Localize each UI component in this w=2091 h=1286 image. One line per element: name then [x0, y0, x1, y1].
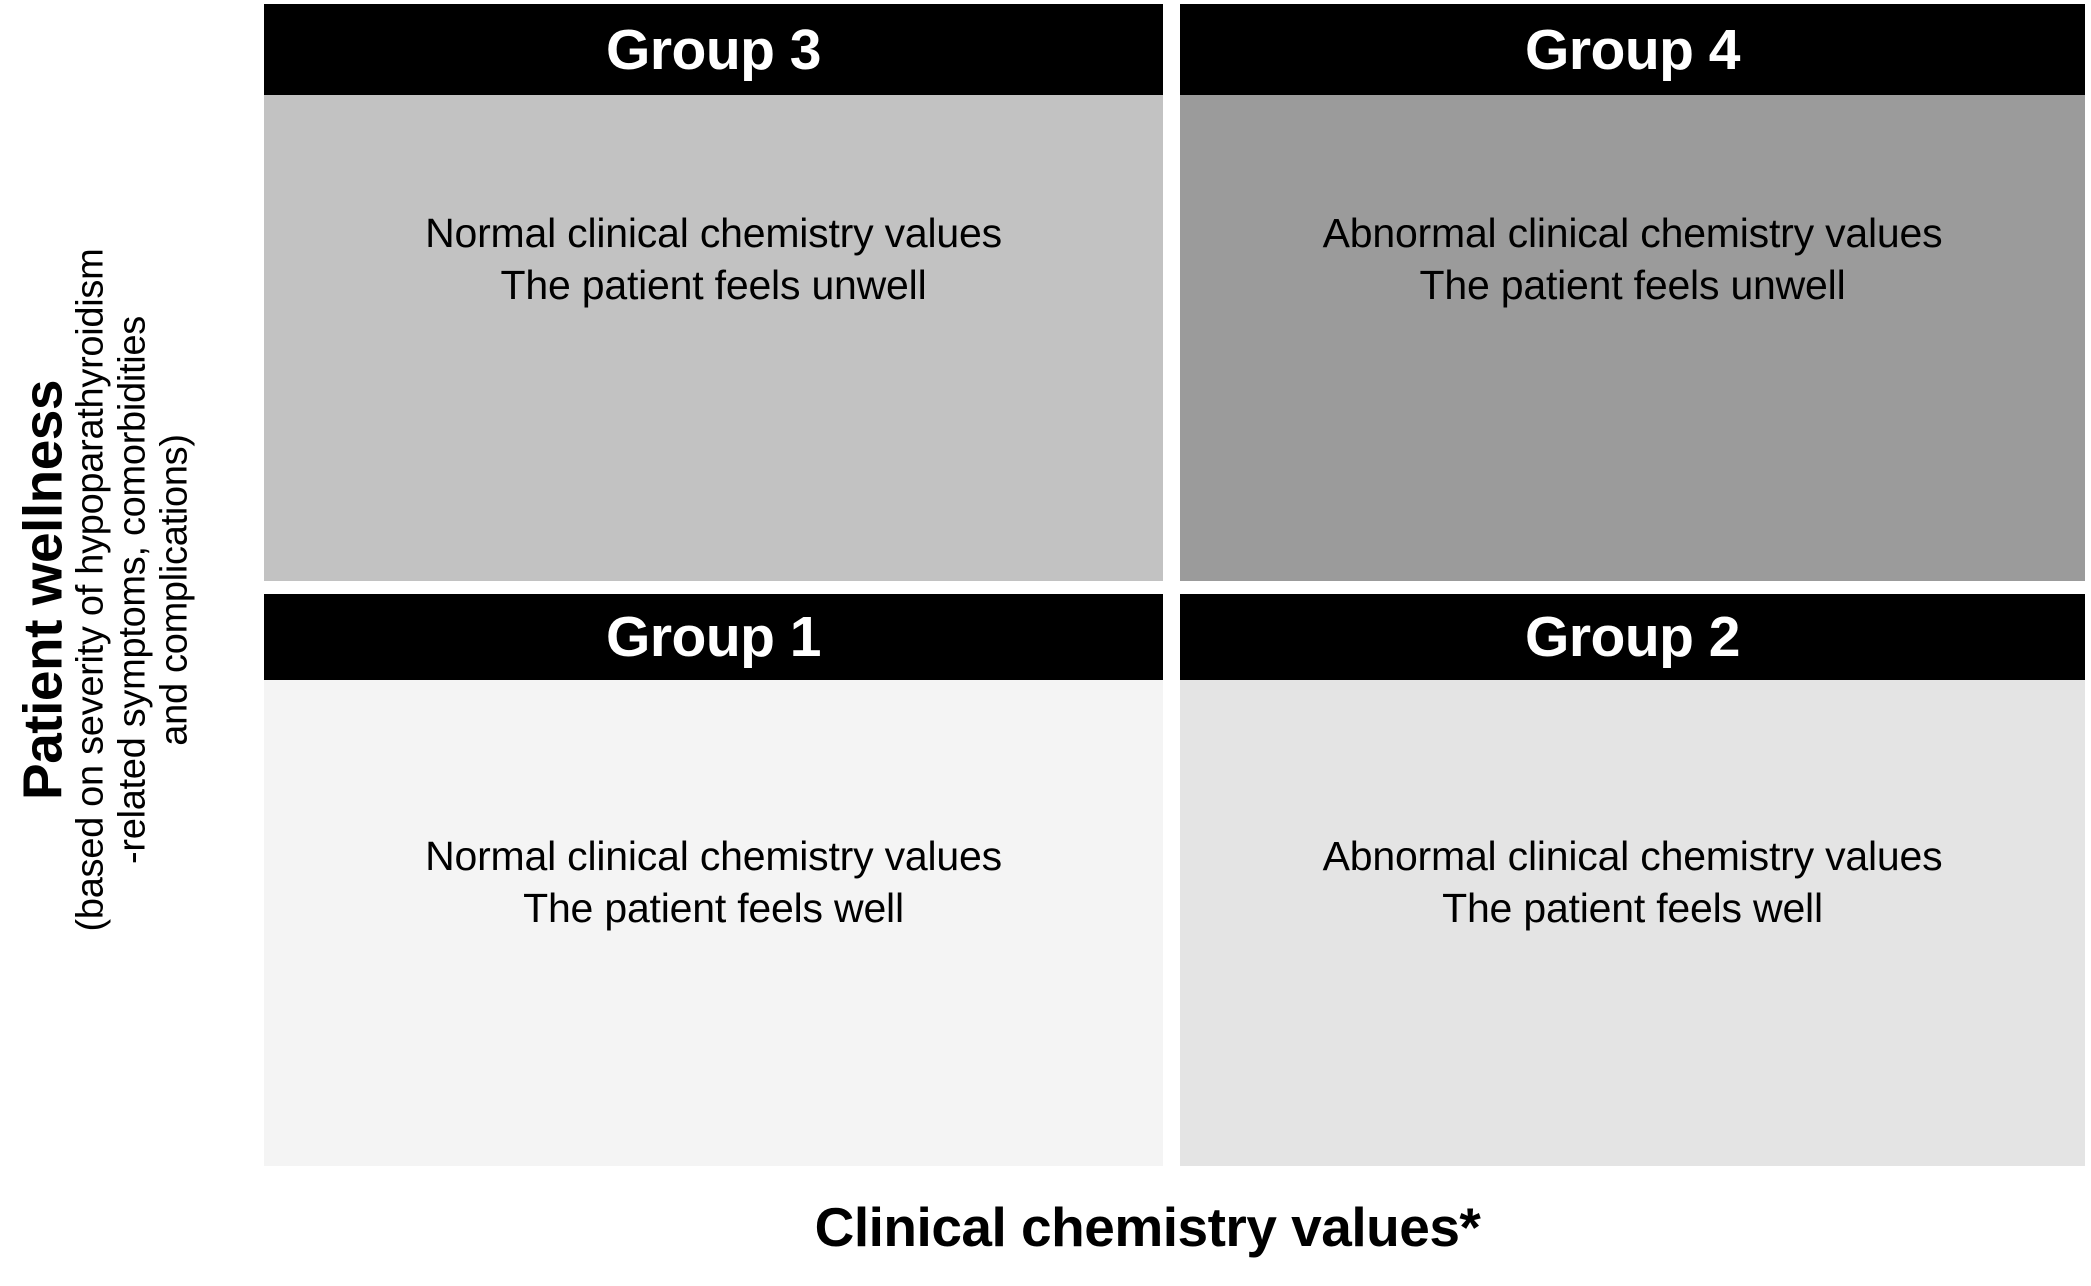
quadrant-group-4-line-2: The patient feels unwell	[1419, 262, 1846, 309]
quadrant-group-2: Group 2 Abnormal clinical chemistry valu…	[1180, 594, 2085, 1166]
quadrant-group-3-line-1: Normal clinical chemistry values	[425, 210, 1002, 256]
x-axis-label: Clinical chemistry values*	[814, 1196, 1481, 1258]
y-axis-subtitle-line-3: and complications)	[152, 434, 195, 746]
quadrant-group-2-header: Group 2	[1180, 594, 2085, 680]
y-axis-label: Patient wellness (based on severity of h…	[0, 0, 210, 1180]
y-axis-subtitle-line-1: (based on severity of hypoparathyroidism	[69, 248, 112, 932]
quadrant-group-4-header: Group 4	[1180, 4, 2085, 95]
quadrant-group-4-line-1: Abnormal clinical chemistry values	[1322, 210, 1943, 256]
quadrant-group-4: Group 4 Abnormal clinical chemistry valu…	[1180, 4, 2085, 581]
quadrant-group-1: Group 1 Normal clinical chemistry values…	[264, 594, 1163, 1166]
quadrant-group-3-line-2: The patient feels unwell	[500, 262, 927, 309]
quadrant-group-2-line-2: The patient feels well	[1442, 885, 1823, 932]
quadrant-group-4-body: Abnormal clinical chemistry values The p…	[1180, 95, 2085, 581]
quadrant-group-3: Group 3 Normal clinical chemistry values…	[264, 4, 1163, 581]
quadrant-group-2-body: Abnormal clinical chemistry values The p…	[1180, 680, 2085, 1166]
quadrant-group-1-header: Group 1	[264, 594, 1163, 680]
quadrant-group-1-line-1: Normal clinical chemistry values	[425, 833, 1002, 879]
y-axis-subtitle: (based on severity of hypoparathyroidism…	[69, 20, 195, 1160]
quadrant-group-3-body: Normal clinical chemistry values The pat…	[264, 95, 1163, 581]
quadrant-group-1-line-2: The patient feels well	[523, 885, 904, 932]
quadrant-group-3-header: Group 3	[264, 4, 1163, 95]
quadrant-group-1-body: Normal clinical chemistry values The pat…	[264, 680, 1163, 1166]
y-axis-subtitle-line-2: -related symptoms, comorbidities	[111, 316, 154, 864]
y-axis-label-rotated-text: Patient wellness (based on severity of h…	[11, 20, 195, 1160]
y-axis-title: Patient wellness	[11, 380, 74, 800]
quadrant-group-2-line-1: Abnormal clinical chemistry values	[1322, 833, 1943, 879]
quadrant-grid: Group 3 Normal clinical chemistry values…	[264, 4, 2085, 1166]
